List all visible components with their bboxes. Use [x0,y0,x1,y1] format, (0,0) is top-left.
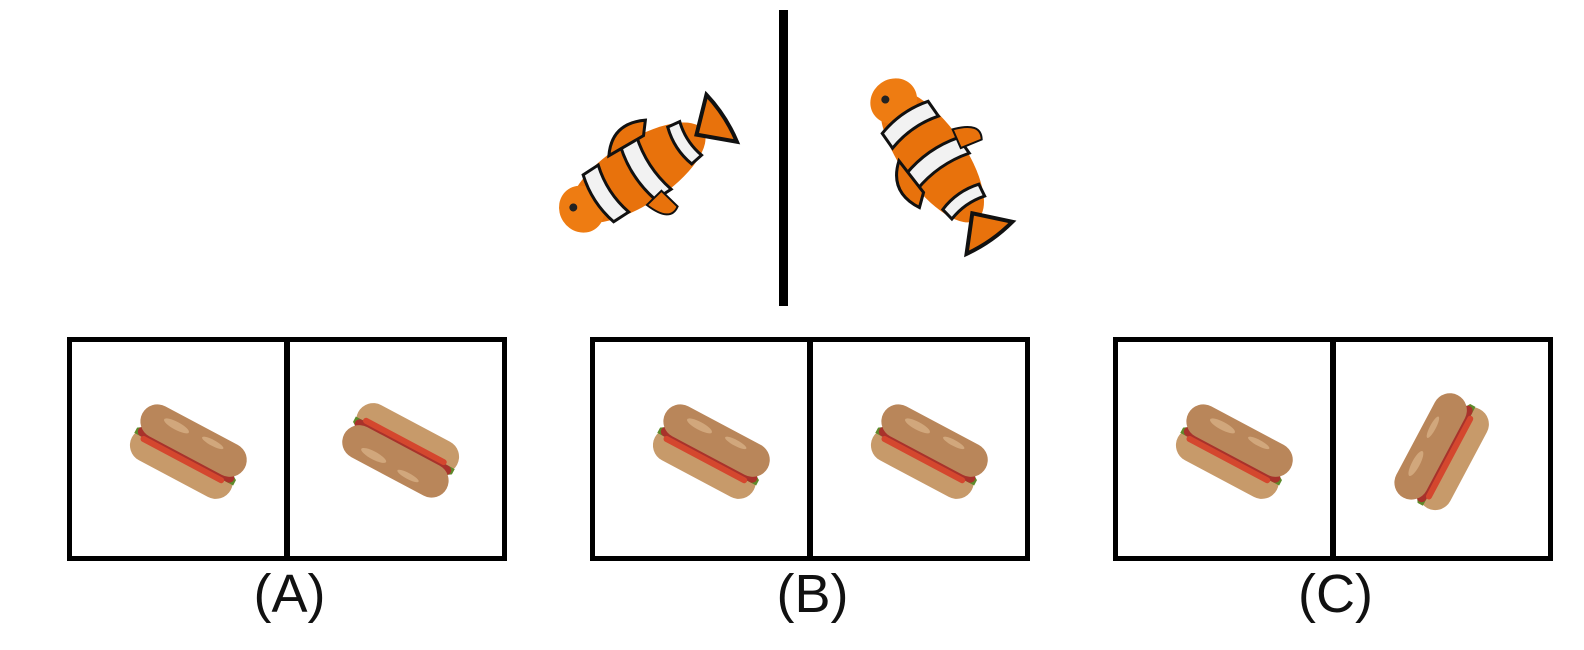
option-a-label: (A) [253,564,326,624]
option-c-label: (C) [1298,564,1373,624]
option-b[interactable]: (B) [590,337,1035,624]
option-c[interactable]: (C) [1113,337,1558,624]
option-b-left-panel [590,337,812,561]
sandwich-image [1168,398,1299,506]
sandwich-image [645,398,776,506]
option-b-label: (B) [776,564,849,624]
option-b-right-panel [808,337,1030,561]
mirror-divider [779,10,788,306]
sandwich-image [336,396,467,504]
sandwich-image [122,398,253,506]
sandwich-image [1388,387,1496,518]
option-c-right-panel [1331,337,1553,561]
option-a-right-panel [285,337,507,561]
option-a[interactable]: (A) [67,337,512,624]
clownfish-image-left [536,76,755,268]
option-c-left-panel [1113,337,1335,561]
sandwich-image [863,398,994,506]
clownfish-image-right [841,50,1037,269]
option-a-left-panel [67,337,289,561]
